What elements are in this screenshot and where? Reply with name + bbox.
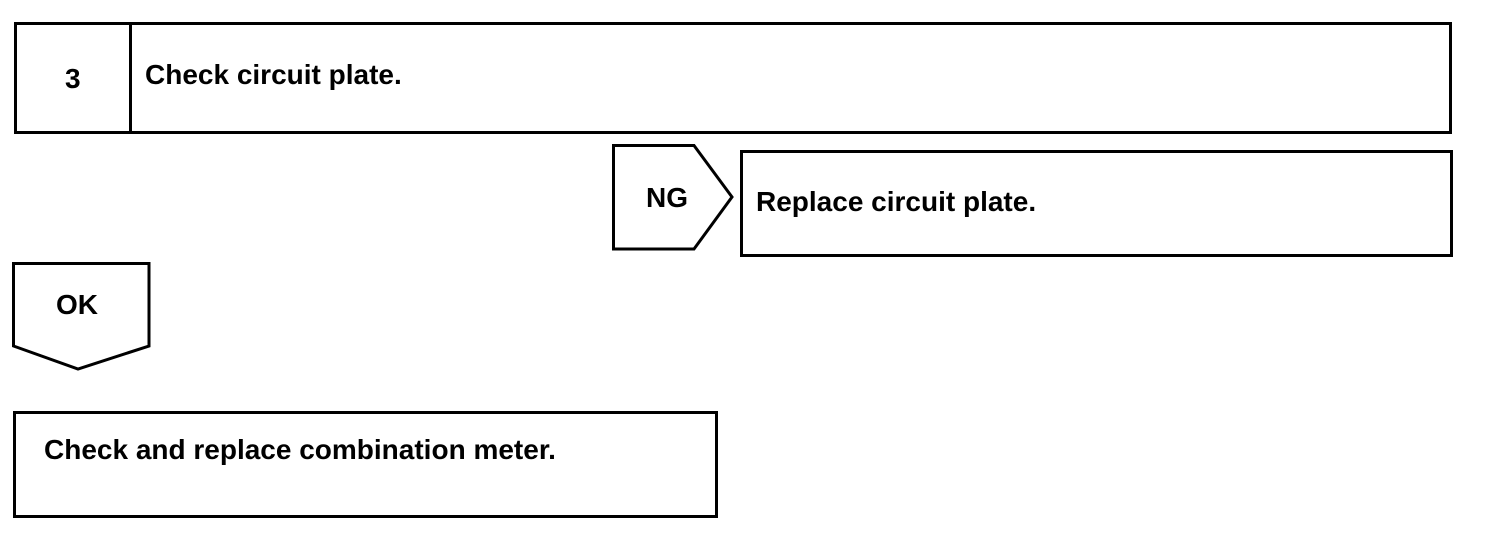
ok-label: OK bbox=[56, 289, 98, 320]
step-number: 3 bbox=[65, 63, 81, 94]
ok-arrow-tag bbox=[12, 262, 151, 371]
ng-result-box: Replace circuit plate. bbox=[740, 150, 1453, 257]
ok-result-box: Check and replace combination meter. bbox=[13, 411, 718, 518]
step-title: Check circuit plate. bbox=[145, 59, 402, 90]
ng-arrow-tag bbox=[612, 144, 734, 251]
ng-label: NG bbox=[646, 182, 688, 213]
ok-result-text: Check and replace combination meter. bbox=[44, 434, 556, 465]
step-number-divider bbox=[129, 25, 132, 131]
step-header-box: 3 Check circuit plate. bbox=[14, 22, 1452, 134]
ng-result-text: Replace circuit plate. bbox=[756, 186, 1037, 217]
